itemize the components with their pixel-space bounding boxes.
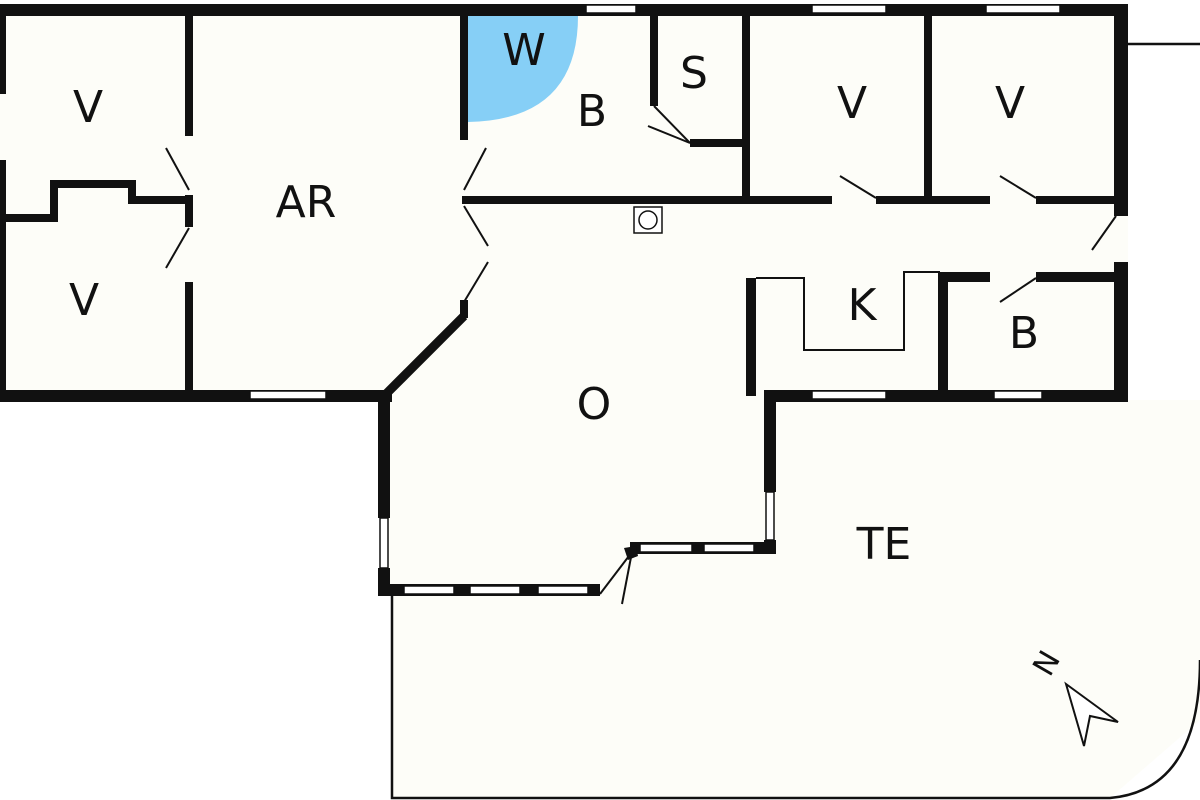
room-labels: V V AR W B S V V K B O TE — [69, 25, 1039, 570]
north-arrow-icon — [1064, 681, 1119, 747]
shower-area — [468, 16, 578, 122]
room-label-w: W — [502, 25, 546, 76]
room-label-b-right: B — [1009, 308, 1039, 359]
room-label-s: S — [680, 48, 708, 99]
room-label-v-top-right: V — [995, 78, 1025, 129]
room-label-b-top: B — [577, 86, 607, 137]
room-label-v-bottom-left: V — [69, 275, 99, 326]
room-label-k: K — [848, 280, 878, 331]
room-label-ar: AR — [276, 177, 337, 228]
stove-symbol — [633, 206, 663, 234]
terrace-outline — [390, 42, 1200, 800]
windows — [249, 4, 1061, 595]
room-label-o: O — [577, 379, 612, 430]
room-label-v-top-mid: V — [837, 78, 867, 129]
doors — [165, 105, 1117, 605]
room-label-te: TE — [856, 519, 912, 570]
room-label-v-top-left: V — [73, 82, 103, 133]
